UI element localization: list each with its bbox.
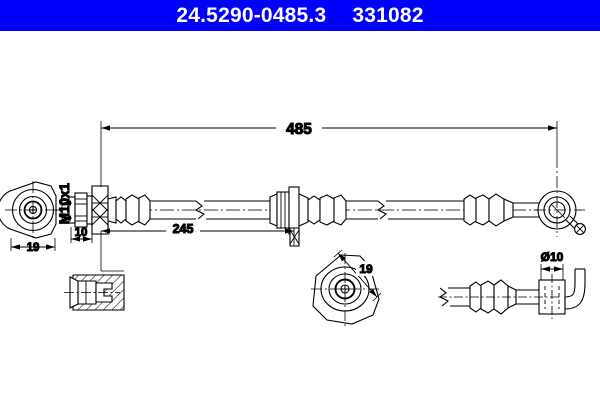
dimension-485-label: 485 — [286, 121, 312, 138]
thread-m10x1-label: M10x1 — [57, 183, 72, 225]
drawing-svg: 19 — [0, 118, 586, 326]
dimension-partial-length — [101, 221, 295, 246]
thread-dimension-lines — [61, 197, 72, 224]
reference-number-label: 331082 — [352, 3, 424, 27]
dimension-fitting-length — [70, 227, 93, 243]
technical-drawing-canvas: 19 — [0, 31, 600, 400]
dimension-10-label: 10 — [75, 227, 88, 239]
left-end-view — [0, 181, 61, 241]
dimension-hex-width-left — [10, 238, 56, 251]
dimension-19-left-label: 19 — [27, 242, 40, 254]
rotated-end-view — [311, 249, 382, 326]
hose-segment-1 — [150, 200, 270, 220]
hose-segment-2 — [346, 200, 464, 220]
dimension-19-detail-label: 19 — [359, 262, 373, 276]
section-detail-view — [64, 231, 125, 311]
title-bar-text-group: 24.5290-0485.3 331082 — [0, 0, 600, 31]
banjo-side-detail-view — [438, 264, 586, 319]
dimension-overall-length — [100, 118, 558, 187]
left-fitting — [68, 185, 151, 235]
part-number-label: 24.5290-0485.3 — [176, 3, 327, 27]
title-bar: 24.5290-0485.3 331082 — [0, 0, 600, 31]
main-assembly-view: 19 — [0, 118, 586, 255]
mid-bracket-fitting — [269, 186, 347, 247]
dimension-bore-diameter-label: Ø10 — [541, 250, 564, 264]
banjo-eye-fitting — [534, 156, 586, 237]
right-crimp-ferrule — [463, 193, 540, 227]
dimension-245-label: 245 — [173, 222, 194, 236]
